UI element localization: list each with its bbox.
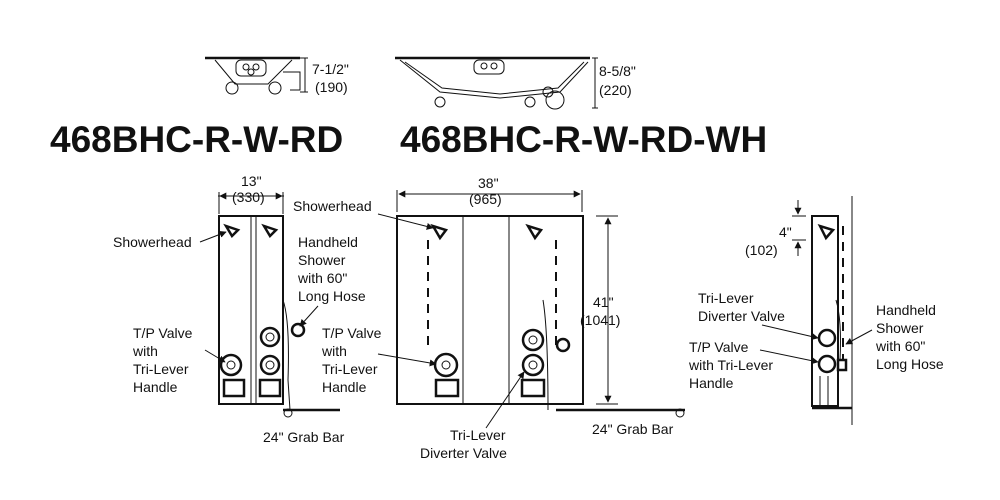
side-diverter-line1: Tri-Lever: [698, 290, 754, 306]
front-a-tp-line4: Handle: [133, 379, 178, 395]
front-b-tp-line1: T/P Valve: [322, 325, 382, 341]
side-handheld-line3: with 60": [875, 338, 925, 354]
front-b-diverter-line2: Diverter Valve: [420, 445, 507, 461]
front-a-handheld-line3: with 60": [297, 270, 347, 286]
side-view: [792, 196, 853, 425]
front-a-tp-line1: T/P Valve: [133, 325, 193, 341]
side-diverter-line2: Diverter Valve: [698, 308, 785, 324]
front-b-height-in: 41": [593, 294, 614, 310]
front-a-width-in: 13": [241, 173, 262, 189]
top-b-depth-in: 8-5/8": [599, 63, 636, 79]
front-view-b: [396, 190, 685, 418]
side-handheld-line4: Long Hose: [876, 356, 944, 372]
side-tp-line3: Handle: [689, 375, 734, 391]
front-a-showerhead-label: Showerhead: [113, 234, 192, 250]
front-view-a: [218, 192, 340, 418]
front-a-grab-bar-label: 24" Grab Bar: [263, 429, 345, 445]
top-view-b: [395, 56, 598, 110]
model-b-title: 468BHC-R-W-RD-WH: [400, 119, 767, 160]
front-a-tp-line3: Tri-Lever: [133, 361, 189, 377]
side-offset-mm: (102): [745, 242, 778, 258]
front-b-diverter-line1: Tri-Lever: [450, 427, 506, 443]
side-tp-line1: T/P Valve: [689, 339, 749, 355]
front-b-showerhead-label: Showerhead: [293, 198, 372, 214]
front-b-tp-line4: Handle: [322, 379, 367, 395]
side-offset-in: 4": [779, 224, 792, 240]
front-b-width-in: 38": [478, 175, 499, 191]
front-a-tp-line2: with: [132, 343, 158, 359]
side-tp-line2: with Tri-Lever: [688, 357, 773, 373]
front-b-grab-bar-label: 24" Grab Bar: [592, 421, 674, 437]
front-a-width-mm: (330): [232, 189, 265, 205]
front-a-handheld-line2: Shower: [298, 252, 346, 268]
front-b-width-mm: (965): [469, 191, 502, 207]
top-b-depth-mm: (220): [599, 82, 632, 98]
side-handheld-line2: Shower: [876, 320, 924, 336]
front-a-handheld-line1: Handheld: [298, 234, 358, 250]
top-view-a: [205, 56, 308, 95]
front-b-tp-line2: with: [321, 343, 347, 359]
front-b-height-mm: (1041): [580, 312, 620, 328]
top-a-depth-mm: (190): [315, 79, 348, 95]
side-handheld-line1: Handheld: [876, 302, 936, 318]
top-a-depth-in: 7-1/2": [312, 61, 349, 77]
model-a-title: 468BHC-R-W-RD: [50, 119, 343, 160]
front-b-tp-line3: Tri-Lever: [322, 361, 378, 377]
front-a-handheld-line4: Long Hose: [298, 288, 366, 304]
